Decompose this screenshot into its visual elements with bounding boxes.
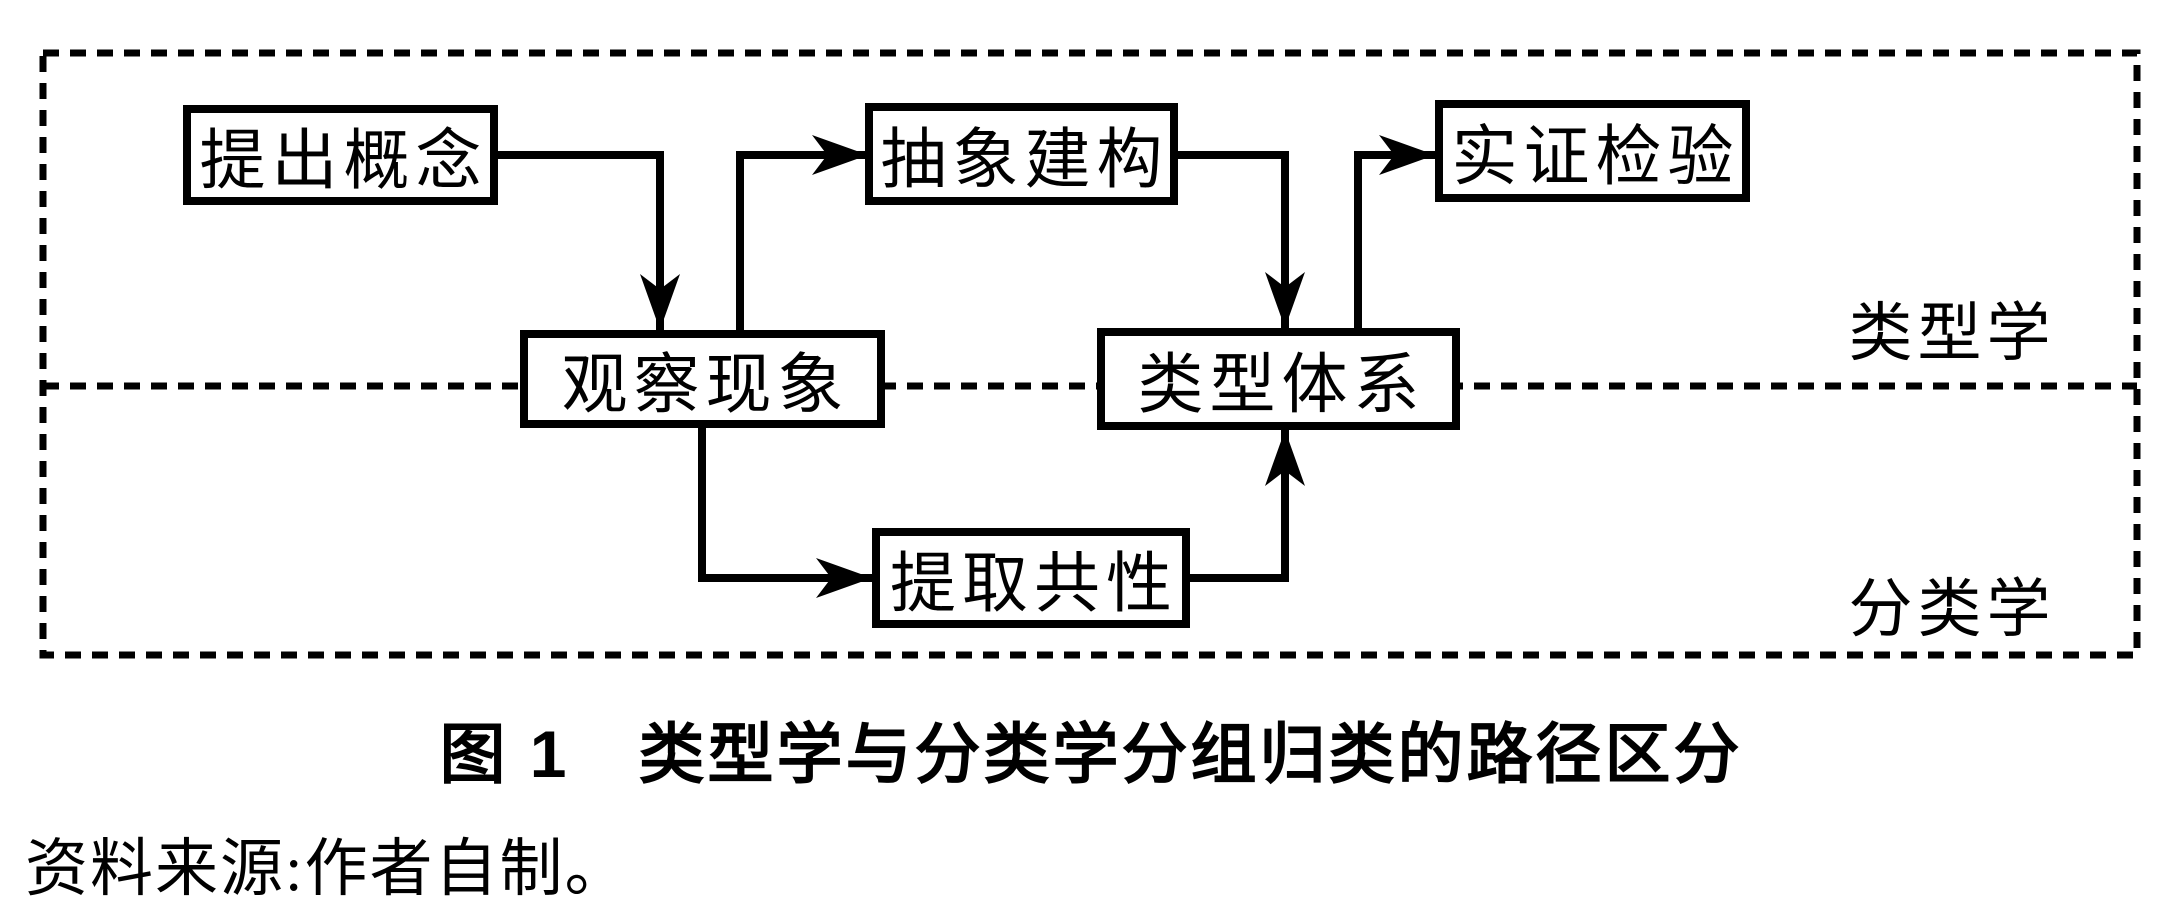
edge-commonality-to-typesystem xyxy=(1190,430,1305,582)
figure-caption: 图 1 类型学与分类学分组归类的路径区分 xyxy=(439,717,1743,791)
edge-propose-to-observe xyxy=(498,151,680,330)
edge-typesystem-to-empirical xyxy=(1354,135,1435,328)
node-propose-concept: 提出概念 xyxy=(183,105,498,205)
node-observe-phenomena: 观察现象 xyxy=(520,330,885,428)
node-extract-commonality: 提取共性 xyxy=(872,528,1190,628)
region-label-taxonomy: 分类学 xyxy=(1848,574,2056,645)
edge-abstract-to-typesystem xyxy=(1178,151,1305,328)
node-empirical-test: 实证检验 xyxy=(1435,100,1750,202)
source-note: 资料来源:作者自制。 xyxy=(25,834,630,904)
region-label-typology: 类型学 xyxy=(1848,298,2056,369)
edge-observe-to-abstract xyxy=(736,135,868,330)
node-abstract-construction: 抽象建构 xyxy=(865,103,1178,205)
edge-observe-to-commonality xyxy=(698,428,872,598)
dashed-outer-frame xyxy=(39,49,2141,659)
node-type-system: 类型体系 xyxy=(1097,328,1460,430)
